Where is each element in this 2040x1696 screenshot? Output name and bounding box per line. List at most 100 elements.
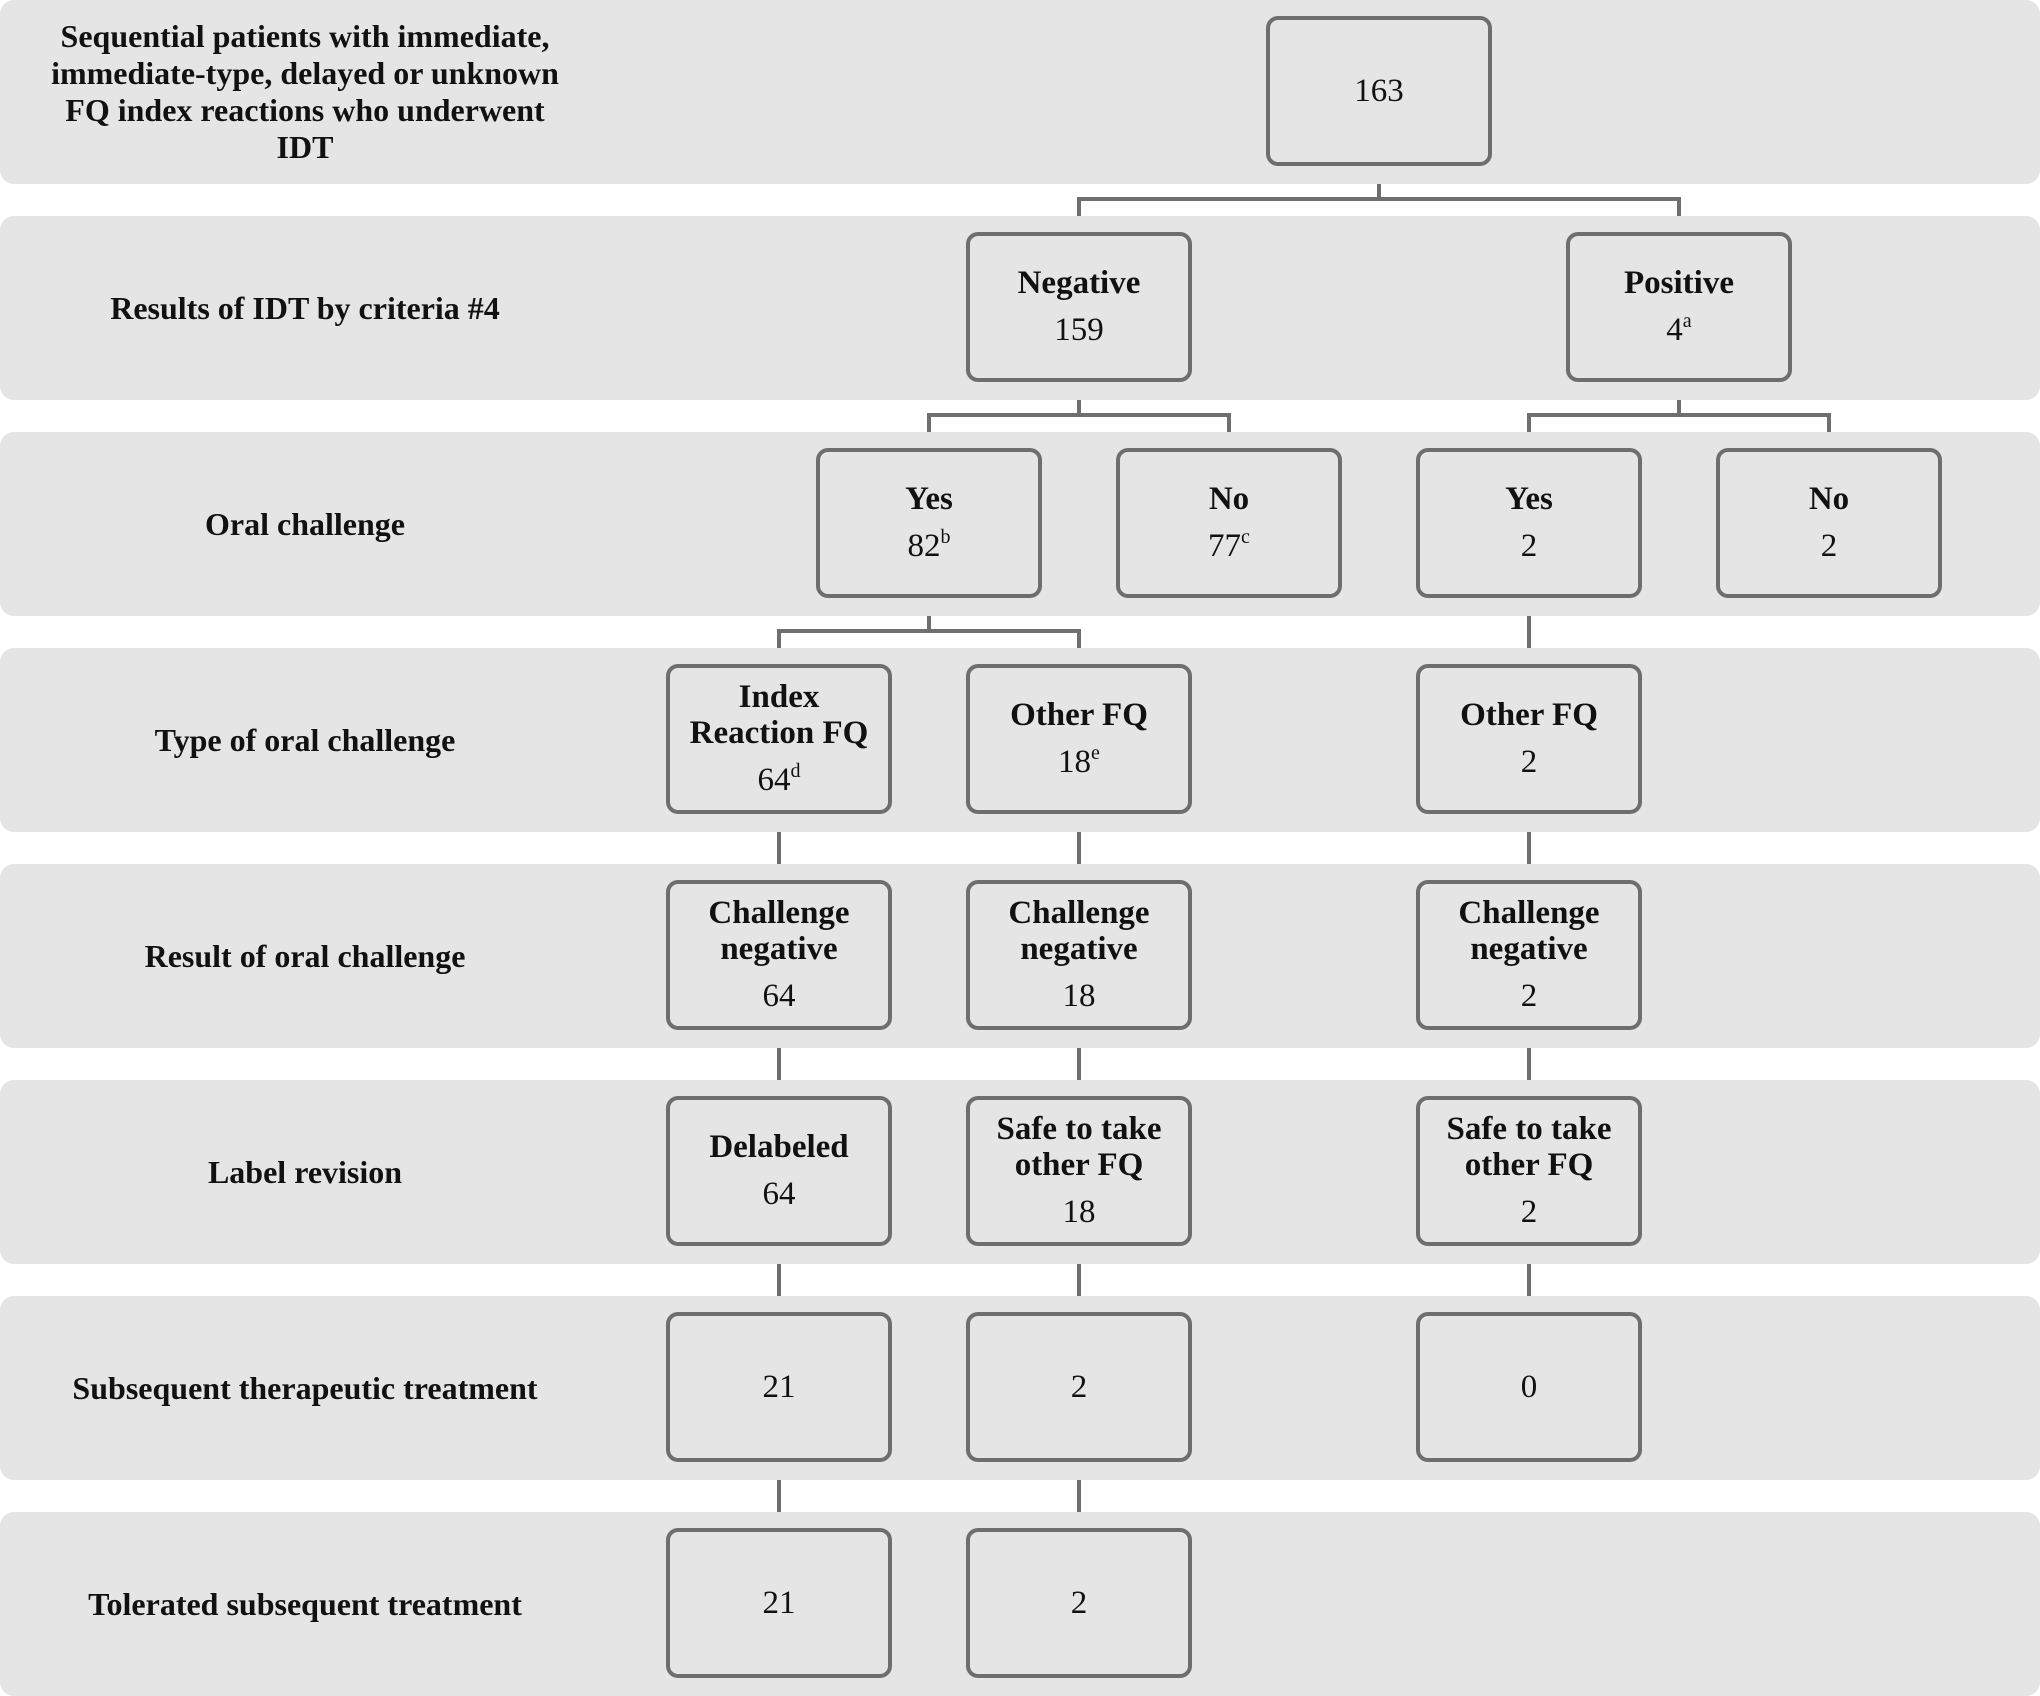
- node-count: 163: [1354, 72, 1404, 110]
- node-title-line: Other FQ: [1460, 697, 1598, 733]
- node-title-line: Index: [738, 679, 820, 715]
- node-delabeled: Delabeled 64: [666, 1096, 892, 1246]
- node-count: 18: [1063, 977, 1096, 1015]
- node-count: 82b: [908, 527, 951, 565]
- row-label-line: IDT: [276, 129, 334, 165]
- node-title-line: Safe to take: [996, 1111, 1162, 1147]
- row-label-line: Subsequent therapeutic treatment: [72, 1369, 538, 1406]
- node-count-value: 2: [1820, 528, 1838, 564]
- row-label-line: FQ index reactions who underwent: [65, 92, 545, 128]
- node-count: 0: [1521, 1368, 1538, 1406]
- node-count: 4a: [1666, 311, 1691, 349]
- row-label-challenge-result: Result of oral challenge: [10, 864, 600, 1048]
- node-title-line: Delabeled: [709, 1129, 849, 1165]
- node-title-line: Challenge: [1458, 895, 1600, 931]
- row-label-idt-results: Results of IDT by criteria #4: [10, 216, 600, 400]
- node-count: 2: [1071, 1584, 1088, 1622]
- row-label-tolerated-treatment: Tolerated subsequent treatment: [10, 1512, 600, 1696]
- node-title: Other FQ: [1010, 697, 1148, 733]
- node-title-line: other FQ: [1464, 1147, 1594, 1183]
- node-positive-challenge-no: No 2: [1716, 448, 1942, 598]
- node-title-line: Reaction FQ: [689, 715, 869, 751]
- row-label-oral-challenge: Oral challenge: [10, 432, 600, 616]
- node-count-value: 0: [1520, 1369, 1538, 1405]
- row-label-line: Type of oral challenge: [154, 721, 456, 758]
- node-title-line: negative: [1020, 931, 1138, 967]
- footnote-marker: e: [1091, 742, 1100, 764]
- node-title-line: Challenge: [1008, 895, 1150, 931]
- node-title-line: Positive: [1624, 265, 1734, 301]
- node-count-value: 2: [1520, 744, 1538, 780]
- row-label-line: Tolerated subsequent treatment: [88, 1585, 522, 1622]
- node-title-line: No: [1808, 481, 1850, 517]
- node-count: 18e: [1058, 743, 1100, 781]
- node-subsequent-treatment-positive-branch: 0: [1416, 1312, 1642, 1462]
- node-count: 2: [1521, 977, 1538, 1015]
- node-count-value: 18: [1062, 1194, 1096, 1230]
- node-count-value: 18: [1062, 978, 1096, 1014]
- node-subsequent-treatment-other: 2: [966, 1312, 1192, 1462]
- node-other-fq-positive-branch: Other FQ 2: [1416, 664, 1642, 814]
- node-tolerated-treatment-index: 21: [666, 1528, 892, 1678]
- footnote-marker: c: [1241, 526, 1250, 548]
- node-title-line: negative: [1470, 931, 1588, 967]
- node-title: Negative: [1018, 265, 1141, 301]
- row-label-line: immediate-type, delayed or unknown: [51, 55, 559, 91]
- node-tolerated-treatment-other: 2: [966, 1528, 1192, 1678]
- node-title: No: [1209, 481, 1249, 517]
- node-count: 2: [1521, 1193, 1538, 1231]
- node-count-value: 82: [907, 528, 941, 564]
- node-count-value: 21: [762, 1585, 796, 1621]
- node-count: 77c: [1208, 527, 1250, 565]
- node-title-line: Yes: [1505, 481, 1553, 517]
- row-label-line: Oral challenge: [205, 505, 405, 542]
- node-count-value: 4: [1666, 312, 1683, 348]
- row-label-subsequent-treatment: Subsequent therapeutic treatment: [10, 1296, 600, 1480]
- node-title-line: No: [1208, 481, 1250, 517]
- node-count: 64d: [758, 761, 801, 799]
- node-count-value: 2: [1520, 528, 1538, 564]
- footnote-marker: b: [940, 526, 951, 548]
- row-label-patients: Sequential patients with immediate,immed…: [10, 0, 600, 184]
- node-title: Yes: [1505, 481, 1553, 517]
- node-count: 2: [1521, 527, 1538, 565]
- node-count-value: 2: [1520, 1194, 1538, 1230]
- node-count: 64: [763, 1175, 796, 1213]
- node-count-value: 21: [762, 1369, 796, 1405]
- node-title-line: other FQ: [1014, 1147, 1144, 1183]
- node-count-value: 2: [1070, 1369, 1088, 1405]
- row-label-line: Label revision: [207, 1153, 403, 1190]
- node-count-value: 64: [762, 1176, 796, 1212]
- row-label-line: Result of oral challenge: [144, 937, 466, 974]
- node-count: 21: [763, 1584, 796, 1622]
- row-label-label-revision: Label revision: [10, 1080, 600, 1264]
- node-count-value: 2: [1520, 978, 1538, 1014]
- node-count-value: 2: [1070, 1585, 1088, 1621]
- node-title: Positive: [1624, 265, 1734, 301]
- node-count: 18: [1063, 1193, 1096, 1231]
- row-label-line: Sequential patients with immediate,: [60, 18, 550, 54]
- node-negative-challenge-yes: Yes 82b: [816, 448, 1042, 598]
- node-count: 2: [1821, 527, 1838, 565]
- row-label-challenge-type: Type of oral challenge: [10, 648, 600, 832]
- node-count-value: 18: [1058, 744, 1092, 780]
- node-title-line: Negative: [1017, 265, 1141, 301]
- node-negative-challenge-no: No 77c: [1116, 448, 1342, 598]
- node-title: Other FQ: [1460, 697, 1598, 733]
- node-count-value: 64: [757, 762, 791, 798]
- node-positive-challenge-yes: Yes 2: [1416, 448, 1642, 598]
- node-count: 159: [1054, 311, 1104, 349]
- node-title-line: Challenge: [708, 895, 850, 931]
